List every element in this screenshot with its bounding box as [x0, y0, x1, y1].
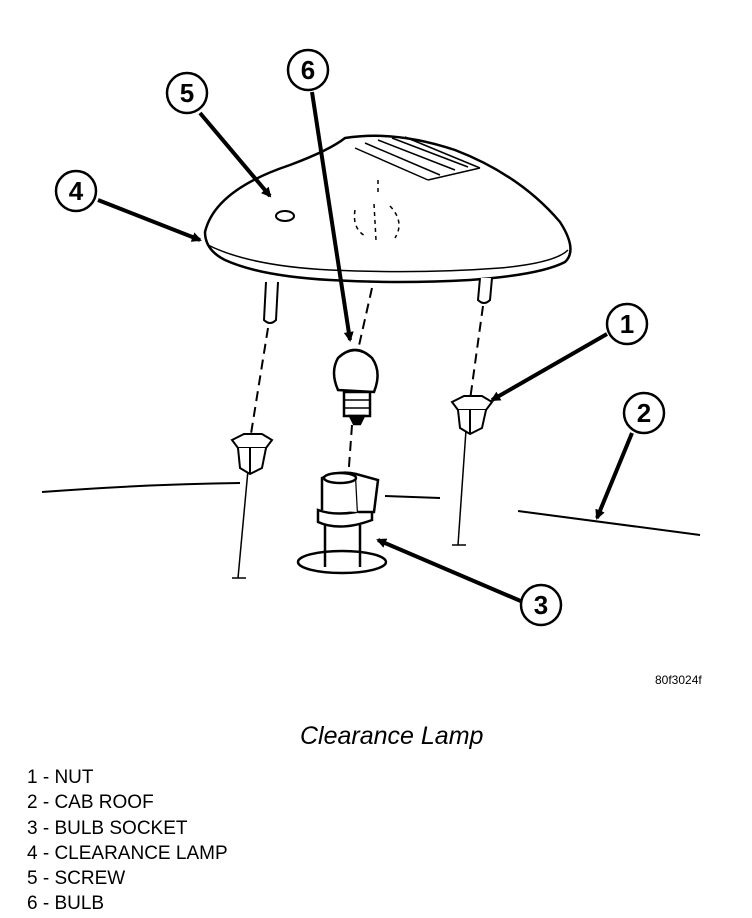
svg-text:4: 4 — [69, 176, 84, 206]
legend-item-screw: 5 - SCREW — [27, 868, 126, 890]
bulb — [332, 348, 379, 426]
callout-2: 2 — [622, 391, 666, 435]
nut-right — [450, 395, 494, 436]
legend-item-nut: 1 - NUT — [27, 767, 94, 788]
svg-text:2: 2 — [637, 398, 651, 428]
callout-6: 6 — [286, 48, 330, 92]
stud-axis-lines — [237, 429, 467, 579]
callout-4: 4 — [54, 169, 98, 213]
legend-item-bulb-socket: 3 - BULB SOCKET — [27, 817, 188, 839]
bulb-socket — [296, 471, 388, 575]
clearance-lamp-diagram: 1 2 3 4 5 6 — [41, 48, 701, 627]
installation-lines — [249, 287, 484, 481]
svg-text:3: 3 — [534, 590, 548, 620]
clearance-lamp-housing — [203, 134, 572, 284]
figure-id: 80f3024f — [655, 673, 702, 687]
callout-1: 1 — [605, 302, 649, 346]
legend-item-bulb: 6 - BULB — [27, 893, 105, 915]
legend-item-clearance-lamp: 4 - CLEARANCE LAMP — [27, 842, 228, 864]
parts-legend: 1 - NUT 2 - CAB ROOF 3 - BULB SOCKET 4 -… — [27, 765, 228, 917]
svg-text:6: 6 — [301, 55, 315, 85]
callout-3: 3 — [519, 583, 563, 627]
svg-text:5: 5 — [180, 78, 194, 108]
cab-roof — [41, 482, 701, 536]
svg-text:1: 1 — [620, 309, 634, 339]
legend-item-cab-roof: 2 - CAB ROOF — [27, 792, 154, 814]
callout-5: 5 — [165, 71, 209, 115]
figure-caption: Clearance Lamp — [300, 722, 484, 750]
mounting-studs — [262, 277, 493, 324]
screw-head — [275, 210, 295, 222]
nut-left — [230, 433, 274, 476]
leader-arrows — [97, 91, 634, 604]
